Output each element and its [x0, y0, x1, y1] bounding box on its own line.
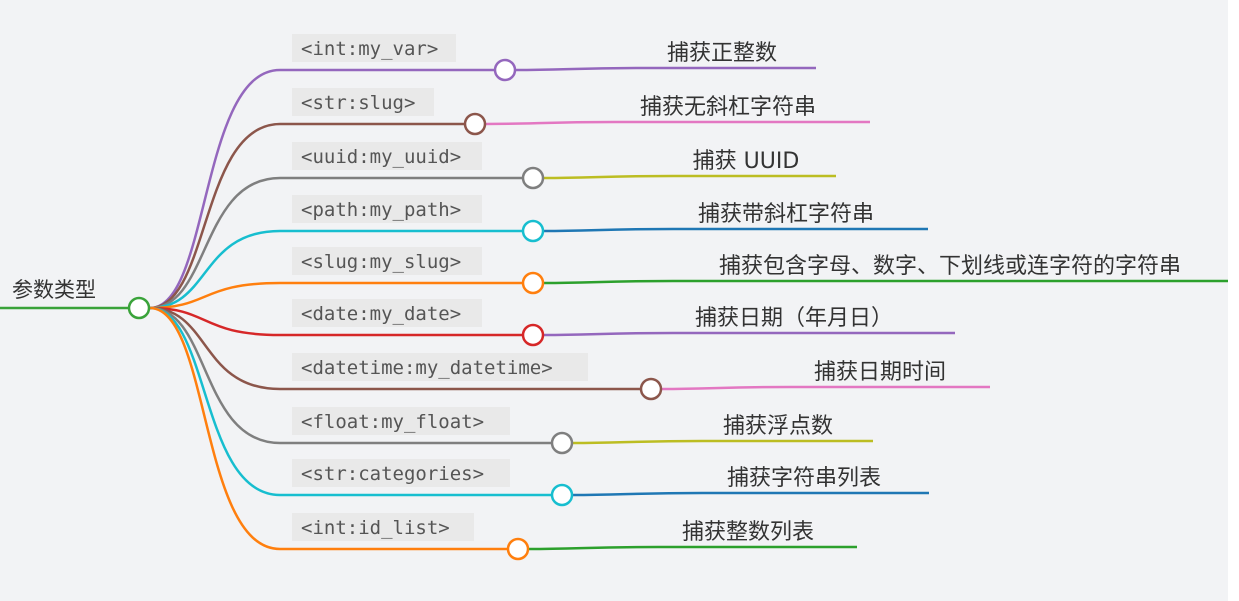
branch-description: 捕获日期（年月日） [695, 306, 893, 331]
branch-description: 捕获包含字母、数字、下划线或连字符的字符串 [719, 254, 1181, 279]
root-collapse-handle[interactable] [127, 296, 151, 320]
branch-code-label: <path:my_path> [301, 199, 461, 221]
branch-description: 捕获无斜杠字符串 [640, 95, 816, 120]
code-label-background [292, 459, 510, 487]
branch-9[interactable]: <str:categories> 捕获字符串列表 [292, 459, 929, 507]
branch-6[interactable]: <date:my_date> 捕获日期（年月日） [292, 299, 955, 347]
description-line [571, 439, 873, 445]
description-line [571, 491, 929, 497]
branch-collapse-handle[interactable] [550, 431, 574, 455]
code-label-background [292, 299, 482, 327]
branch-7[interactable]: <datetime:my_datetime> 捕获日期时间 [292, 353, 990, 401]
branch-code-label: <str:categories> [301, 463, 484, 485]
branch-connector [149, 306, 552, 445]
branch-code-label: <int:my_var> [301, 38, 438, 60]
branch-description: 捕获 UUID [693, 149, 800, 174]
right-edge-strip [1228, 0, 1239, 601]
branch-8[interactable]: <float:my_float> 捕获浮点数 [292, 407, 873, 455]
branch-5[interactable]: <slug:my_slug> 捕获包含字母、数字、下划线或连字符的字符串 [292, 247, 1228, 295]
branch-connector [149, 306, 641, 391]
branch-connector [149, 306, 523, 337]
code-label-background [292, 513, 474, 541]
root-node[interactable]: 参数类型 [0, 278, 128, 310]
description-line [542, 279, 1228, 285]
branch-3[interactable]: <uuid:my_uuid> 捕获 UUID [292, 142, 836, 190]
branch-collapse-handle[interactable] [521, 166, 545, 190]
description-line [660, 385, 990, 391]
code-label-background [292, 247, 482, 275]
code-label-background [292, 407, 510, 435]
branch-10[interactable]: <int:id_list> 捕获整数列表 [292, 513, 857, 561]
description-line [514, 66, 816, 72]
code-label-background [292, 34, 456, 62]
branch-connector [149, 306, 552, 497]
description-line [527, 545, 857, 551]
branch-connector [149, 176, 523, 310]
branch-connector [149, 281, 523, 310]
code-label-background [292, 195, 482, 223]
branch-connector [149, 229, 523, 310]
description-line [542, 174, 836, 180]
code-label-background [292, 142, 482, 170]
branch-collapse-handle[interactable] [506, 537, 530, 561]
branch-description: 捕获浮点数 [723, 414, 833, 439]
branch-4[interactable]: <path:my_path> 捕获带斜杠字符串 [292, 195, 928, 243]
branch-collapse-handle[interactable] [639, 377, 663, 401]
branch-code-label: <datetime:my_datetime> [301, 357, 553, 379]
code-label-background [292, 88, 434, 116]
branch-code-label: <date:my_date> [301, 303, 461, 325]
branch-description: 捕获带斜杠字符串 [698, 202, 874, 227]
branch-connector [149, 68, 495, 310]
branch-description: 捕获正整数 [667, 41, 777, 66]
branch-connector [149, 306, 508, 551]
branch-collapse-handle[interactable] [521, 219, 545, 243]
branch-description: 捕获整数列表 [682, 520, 814, 545]
branch-code-label: <slug:my_slug> [301, 251, 461, 273]
branch-collapse-handle[interactable] [550, 483, 574, 507]
branch-nodes: <int:my_var> 捕获正整数 <str:slug> 捕获无斜杠字符串 <uuid… [292, 34, 1228, 561]
description-line [542, 227, 928, 233]
branch-code-label: <uuid:my_uuid> [301, 146, 461, 168]
branch-2[interactable]: <str:slug> 捕获无斜杠字符串 [292, 88, 870, 136]
branch-links [149, 68, 641, 551]
branch-collapse-handle[interactable] [493, 58, 517, 82]
branch-1[interactable]: <int:my_var> 捕获正整数 [292, 34, 816, 82]
branch-description: 捕获日期时间 [814, 360, 946, 385]
description-line [542, 331, 955, 337]
branch-code-label: <int:id_list> [301, 517, 450, 539]
branch-code-label: <float:my_float> [301, 411, 484, 433]
branch-collapse-handle[interactable] [521, 271, 545, 295]
branch-code-label: <str:slug> [301, 92, 415, 114]
branch-connector [149, 122, 465, 310]
code-label-background [292, 353, 588, 381]
branch-description: 捕获字符串列表 [727, 466, 881, 491]
branch-collapse-handle[interactable] [521, 323, 545, 347]
description-line [484, 120, 870, 126]
root-label: 参数类型 [12, 278, 96, 302]
branch-collapse-handle[interactable] [463, 112, 487, 136]
